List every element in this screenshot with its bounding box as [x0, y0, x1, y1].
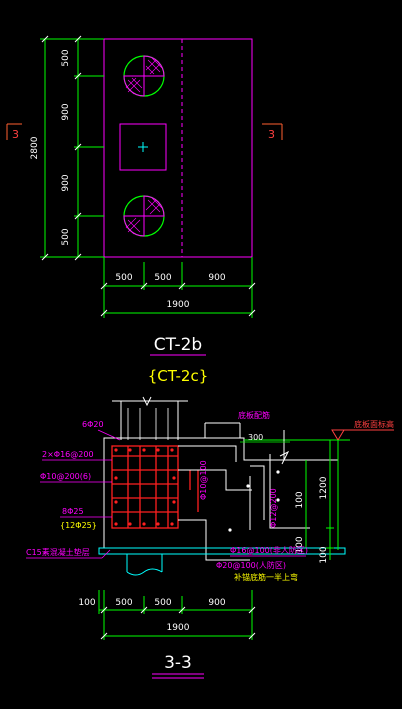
rebar-dots	[114, 448, 176, 526]
section-dim-bottom-2: 500	[115, 598, 132, 608]
section-dim-bottom-total: 1900	[167, 623, 190, 633]
title-main: CT-2b	[154, 335, 202, 355]
label-vert-bar-1: Φ10@100	[199, 460, 208, 500]
section-dim-bottom-3: 500	[154, 598, 171, 608]
svg-text:3: 3	[268, 128, 275, 141]
label-stirrup: Φ10@200(6)	[40, 472, 91, 481]
svg-text:底板面标高: 底板面标高	[354, 419, 394, 429]
plan-view: 3 3 500 900 900 500 2	[6, 35, 283, 318]
section-marker-left: 3	[6, 123, 22, 141]
left-dimension-lines	[40, 38, 104, 258]
rebar-cage	[111, 445, 199, 529]
plan-dim-left-total: 2800	[30, 136, 40, 159]
plan-dim-left-1: 500	[61, 49, 71, 66]
plan-dim-bottom-1: 500	[115, 273, 132, 283]
label-bottom-bar: 8Φ25	[62, 507, 84, 516]
label-top-bar: 6Φ20	[82, 420, 104, 429]
svg-text:3: 3	[12, 128, 19, 141]
title-alt: {CT-2c}	[148, 367, 209, 385]
label-beam: 底板配筋	[238, 410, 270, 420]
pile-top	[123, 55, 165, 97]
label-rebar-note: 补锚底筋一半上弯	[234, 572, 298, 582]
section-dim-bottom-1: 100	[78, 598, 95, 608]
pile-bottom	[123, 195, 165, 237]
elevation-marker: 底板面标高	[331, 419, 394, 550]
plan-dim-left-2: 900	[61, 103, 71, 120]
section-dim-100a: 100	[295, 491, 305, 508]
plan-dim-left-4: 500	[61, 228, 71, 245]
section-view: 底板面标高 1200 100 100 100 6Φ20 2×Φ16@200 Φ1…	[26, 396, 394, 640]
label-rebar-b: Φ20@100(人防区)	[216, 560, 286, 570]
label-bottom-bar-alt: {12Φ25}	[60, 521, 97, 530]
title-section: 3-3	[164, 653, 192, 673]
section-dim-1200: 1200	[319, 476, 329, 499]
label-vert-bar-2: Φ12@200	[269, 488, 278, 528]
section-dim-100b: 100	[295, 536, 305, 553]
column-outline	[119, 123, 167, 171]
plan-dim-bottom-3: 900	[208, 273, 225, 283]
section-marker-right: 3	[262, 123, 283, 141]
bedding-layer	[98, 547, 346, 555]
cap-outline	[103, 38, 253, 258]
plan-dim-left-3: 900	[61, 174, 71, 191]
section-bottom-dimension-lines	[98, 590, 253, 640]
section-dim-100c: 100	[319, 546, 329, 563]
plan-dim-bottom-2: 500	[154, 273, 171, 283]
label-rebar-a: Φ16@100(非人防区)	[230, 545, 308, 555]
label-bedding: C15素混凝土垫层	[26, 547, 90, 557]
plan-dim-bottom-total: 1900	[167, 300, 190, 310]
label-beam-width: 300	[248, 433, 263, 442]
section-dim-bottom-4: 900	[208, 598, 225, 608]
pile-section	[126, 554, 163, 576]
label-side-bar: 2×Φ16@200	[42, 450, 94, 459]
